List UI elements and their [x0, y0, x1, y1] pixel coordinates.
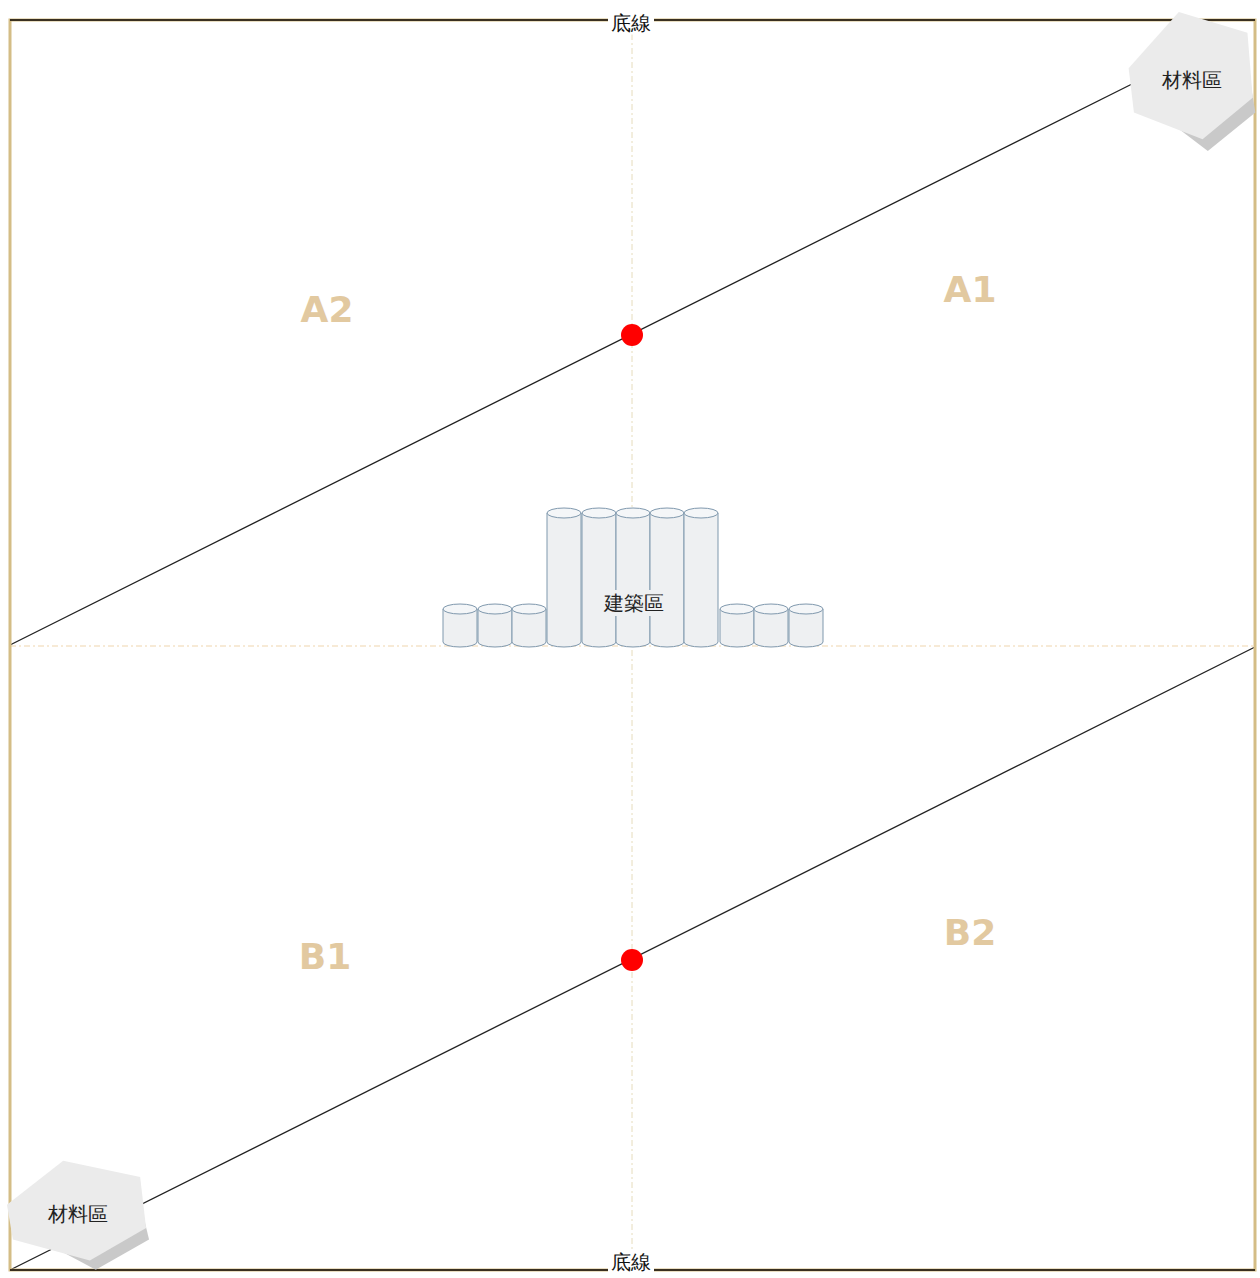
- building-zone: 建築區: [443, 506, 824, 648]
- zone-name: 建築區: [601, 590, 667, 616]
- field-border: [10, 20, 1255, 1270]
- red-dot: [621, 324, 643, 346]
- cylinder: [789, 604, 823, 647]
- zone-name: 材料區: [1159, 67, 1225, 93]
- cylinder-stack: [443, 506, 824, 648]
- zone-label: A1: [941, 269, 1000, 310]
- cylinder: [616, 508, 650, 647]
- cylinder: [512, 604, 546, 647]
- cylinder: [650, 508, 684, 647]
- cylinder: [443, 604, 477, 647]
- zone-label: A2: [298, 289, 357, 330]
- material-zone: 材料區: [4, 1156, 152, 1272]
- cylinder: [754, 604, 788, 647]
- cube-face: [1129, 12, 1253, 139]
- zone-label: B1: [296, 936, 355, 977]
- cylinder: [582, 508, 616, 647]
- red-dot: [621, 949, 643, 971]
- diagonal-line: [10, 647, 1255, 1270]
- cylinder: [684, 508, 718, 647]
- baseline-label: 底線: [608, 1251, 654, 1274]
- zone-name: 材料區: [45, 1201, 111, 1227]
- cylinder: [547, 508, 581, 647]
- cylinder: [478, 604, 512, 647]
- material-zone: 材料區: [1126, 6, 1258, 154]
- cube-face: [7, 1161, 146, 1261]
- cylinder: [720, 604, 754, 647]
- baseline-label: 底線: [608, 12, 654, 35]
- zone-label: B2: [941, 912, 1000, 953]
